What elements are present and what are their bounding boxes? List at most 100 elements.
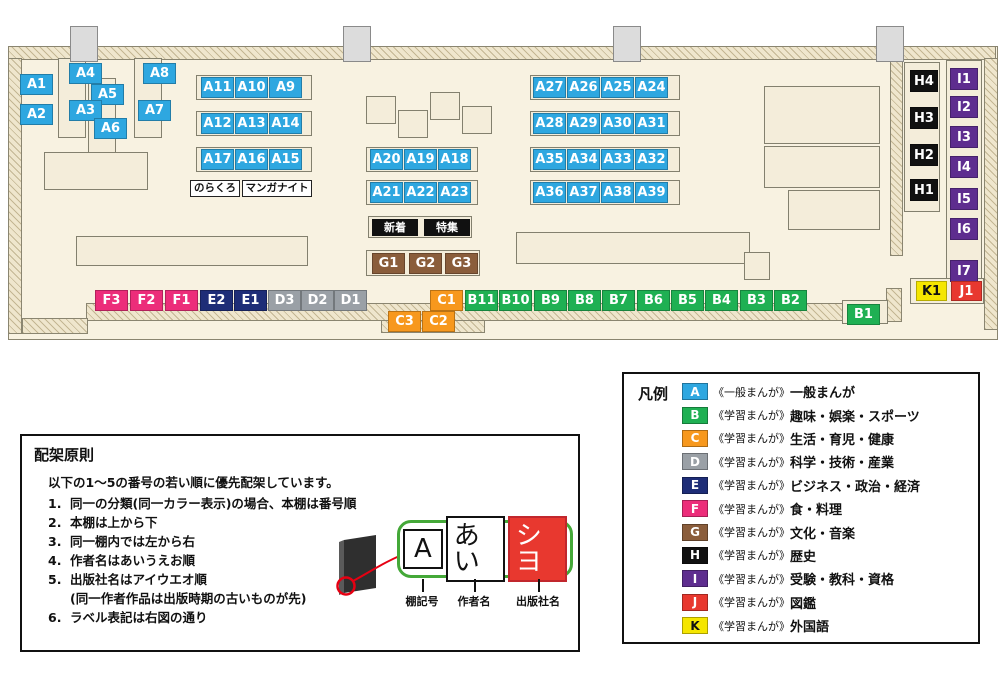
shelf-tag-A35: A35: [533, 149, 566, 170]
shelf-tag-E1: E1: [234, 290, 267, 311]
shelf-tag-I3: I3: [950, 126, 978, 148]
shelf-tag-A29: A29: [567, 113, 600, 134]
legend-row-H: H 《学習まんが》歴史: [682, 544, 974, 567]
map-label-box: マンガナイト: [242, 180, 312, 197]
legend-row-I: I《学習まんが》受験・教科・資格: [682, 567, 974, 590]
legend-row-F: F《学習まんが》食・料理: [682, 497, 974, 520]
legend-kind: 《学習まんが》: [713, 549, 790, 563]
principles-rule: 4.作者名はあいうえお順: [48, 553, 196, 568]
principles-rule: 2.本棚は上から下: [48, 515, 158, 530]
shelf-tag-A36: A36: [533, 182, 566, 203]
shelf-tag-A7: A7: [138, 100, 171, 121]
shelf-tag-A27: A27: [533, 77, 566, 98]
legend-kind: 《学習まんが》: [713, 432, 790, 446]
shelf-tag-J1: J1: [951, 281, 982, 301]
legend-color-chip: I: [682, 570, 708, 588]
legend-category-label: 歴史: [790, 549, 817, 565]
building-pillar: [343, 26, 371, 62]
shelf-tag-A37: A37: [567, 182, 600, 203]
shelf-tag-A10: A10: [235, 77, 268, 98]
legend-row-E: E《学習まんが》ビジネス・政治・経済: [682, 474, 974, 497]
bookshelf-block: [398, 110, 428, 138]
bookshelf-block: [744, 252, 770, 280]
shelf-tag-A24: A24: [635, 77, 668, 98]
legend-kind: 《学習まんが》: [713, 409, 790, 423]
shelf-tag-H3: H3: [910, 107, 938, 129]
legend-kind: 《一般まんが》: [713, 385, 790, 399]
legend-category-label: 文化・音楽: [790, 526, 856, 542]
shelf-tag-A19: A19: [404, 149, 437, 170]
principles-rule: 3.同一棚内では左から右: [48, 534, 196, 549]
shelf-tag-I2: I2: [950, 96, 978, 118]
legend-category-label: 受験・教科・資格: [790, 573, 895, 589]
shelf-tag-G1: G1: [372, 253, 405, 274]
shelf-tag-F2: F2: [130, 290, 163, 311]
shelf-tag-A9: A9: [269, 77, 302, 98]
shelf-tag-B11: B11: [465, 290, 498, 311]
bookshelf-block: [44, 152, 148, 190]
legend-category-label: 図鑑: [790, 596, 817, 612]
principles-intro: 以下の1〜5の番号の若い順に優先配架しています。: [48, 475, 339, 490]
shelf-tag-A30: A30: [601, 113, 634, 134]
shelf-tag-B5: B5: [671, 290, 704, 311]
bookshelf-block: [76, 236, 308, 266]
shelf-tag-A15: A15: [269, 149, 302, 170]
building-pillar: [613, 26, 641, 62]
principles-rule: 6.ラベル表記は右図の通り: [48, 610, 208, 625]
wall-segment: [22, 318, 88, 334]
bookshelf-block: [516, 232, 750, 264]
legend-category-label: 食・料理: [790, 503, 843, 519]
principles-rule: 5.出版社名はアイウエオ順: [48, 572, 207, 587]
shelf-tag-A34: A34: [567, 149, 600, 170]
label-author-name: あい: [445, 516, 505, 582]
shelf-tag-A38: A38: [601, 182, 634, 203]
legend-color-chip: H: [682, 546, 708, 564]
shelf-tag-B3: B3: [740, 290, 773, 311]
shelf-tag-H1: H1: [910, 179, 938, 201]
shelf-tag-B9: B9: [534, 290, 567, 311]
map-label-box: 新着: [372, 219, 418, 236]
shelf-tag-A6: A6: [94, 118, 127, 139]
legend-kind: 《学習まんが》: [713, 479, 790, 493]
shelf-tag-A26: A26: [567, 77, 600, 98]
caption-tick-line: [538, 579, 540, 592]
shelf-tag-A16: A16: [235, 149, 268, 170]
shelf-tag-B2: B2: [774, 290, 807, 311]
legend-row-K: K《学習まんが》外国語: [682, 614, 974, 637]
shelf-tag-I4: I4: [950, 156, 978, 178]
shelf-tag-I5: I5: [950, 188, 978, 210]
shelf-tag-B10: B10: [499, 290, 532, 311]
shelving-principles-panel: 配架原則 以下の1〜5の番号の若い順に優先配架しています。 1.同一の分類(同一…: [20, 434, 580, 652]
shelf-tag-H4: H4: [910, 70, 938, 92]
label-shelf-code: A: [403, 529, 443, 569]
shelf-tag-A25: A25: [601, 77, 634, 98]
bookshelf-block: [788, 190, 880, 230]
legend-kind: 《学習まんが》: [713, 619, 790, 633]
principles-rule: (同一作者作品は出版時期の古いものが先): [70, 591, 307, 606]
label-example: A あい シヨ: [397, 516, 573, 582]
caption-tick-line: [474, 579, 476, 592]
wall-segment: [890, 58, 903, 256]
shelf-tag-C3: C3: [388, 311, 421, 332]
legend-color-chip: D: [682, 453, 708, 471]
shelf-tag-A2: A2: [20, 104, 53, 125]
map-label-box: のらくろ: [190, 180, 240, 197]
legend-kind: 《学習まんが》: [713, 502, 790, 516]
building-pillar: [70, 26, 98, 62]
label-caption: 棚記号: [405, 595, 439, 608]
shelf-tag-B4: B4: [705, 290, 738, 311]
shelf-tag-D1: D1: [334, 290, 367, 311]
principles-rule: 1.同一の分類(同一カラー表示)の場合、本棚は番号順: [48, 496, 357, 511]
legend-category-label: 一般まんが: [790, 386, 856, 402]
shelf-tag-A8: A8: [143, 63, 176, 84]
bookshelf-block: [462, 106, 492, 134]
legend-category-label: 生活・育児・健康: [790, 432, 895, 448]
legend-kind: 《学習まんが》: [713, 596, 790, 610]
shelf-tag-K1: K1: [916, 281, 947, 301]
building-pillar: [876, 26, 904, 62]
label-caption: 出版社名: [516, 595, 560, 608]
legend-color-chip: B: [682, 406, 708, 424]
shelf-tag-I6: I6: [950, 218, 978, 240]
bookshelf-block: [430, 92, 460, 120]
shelf-tag-D3: D3: [268, 290, 301, 311]
